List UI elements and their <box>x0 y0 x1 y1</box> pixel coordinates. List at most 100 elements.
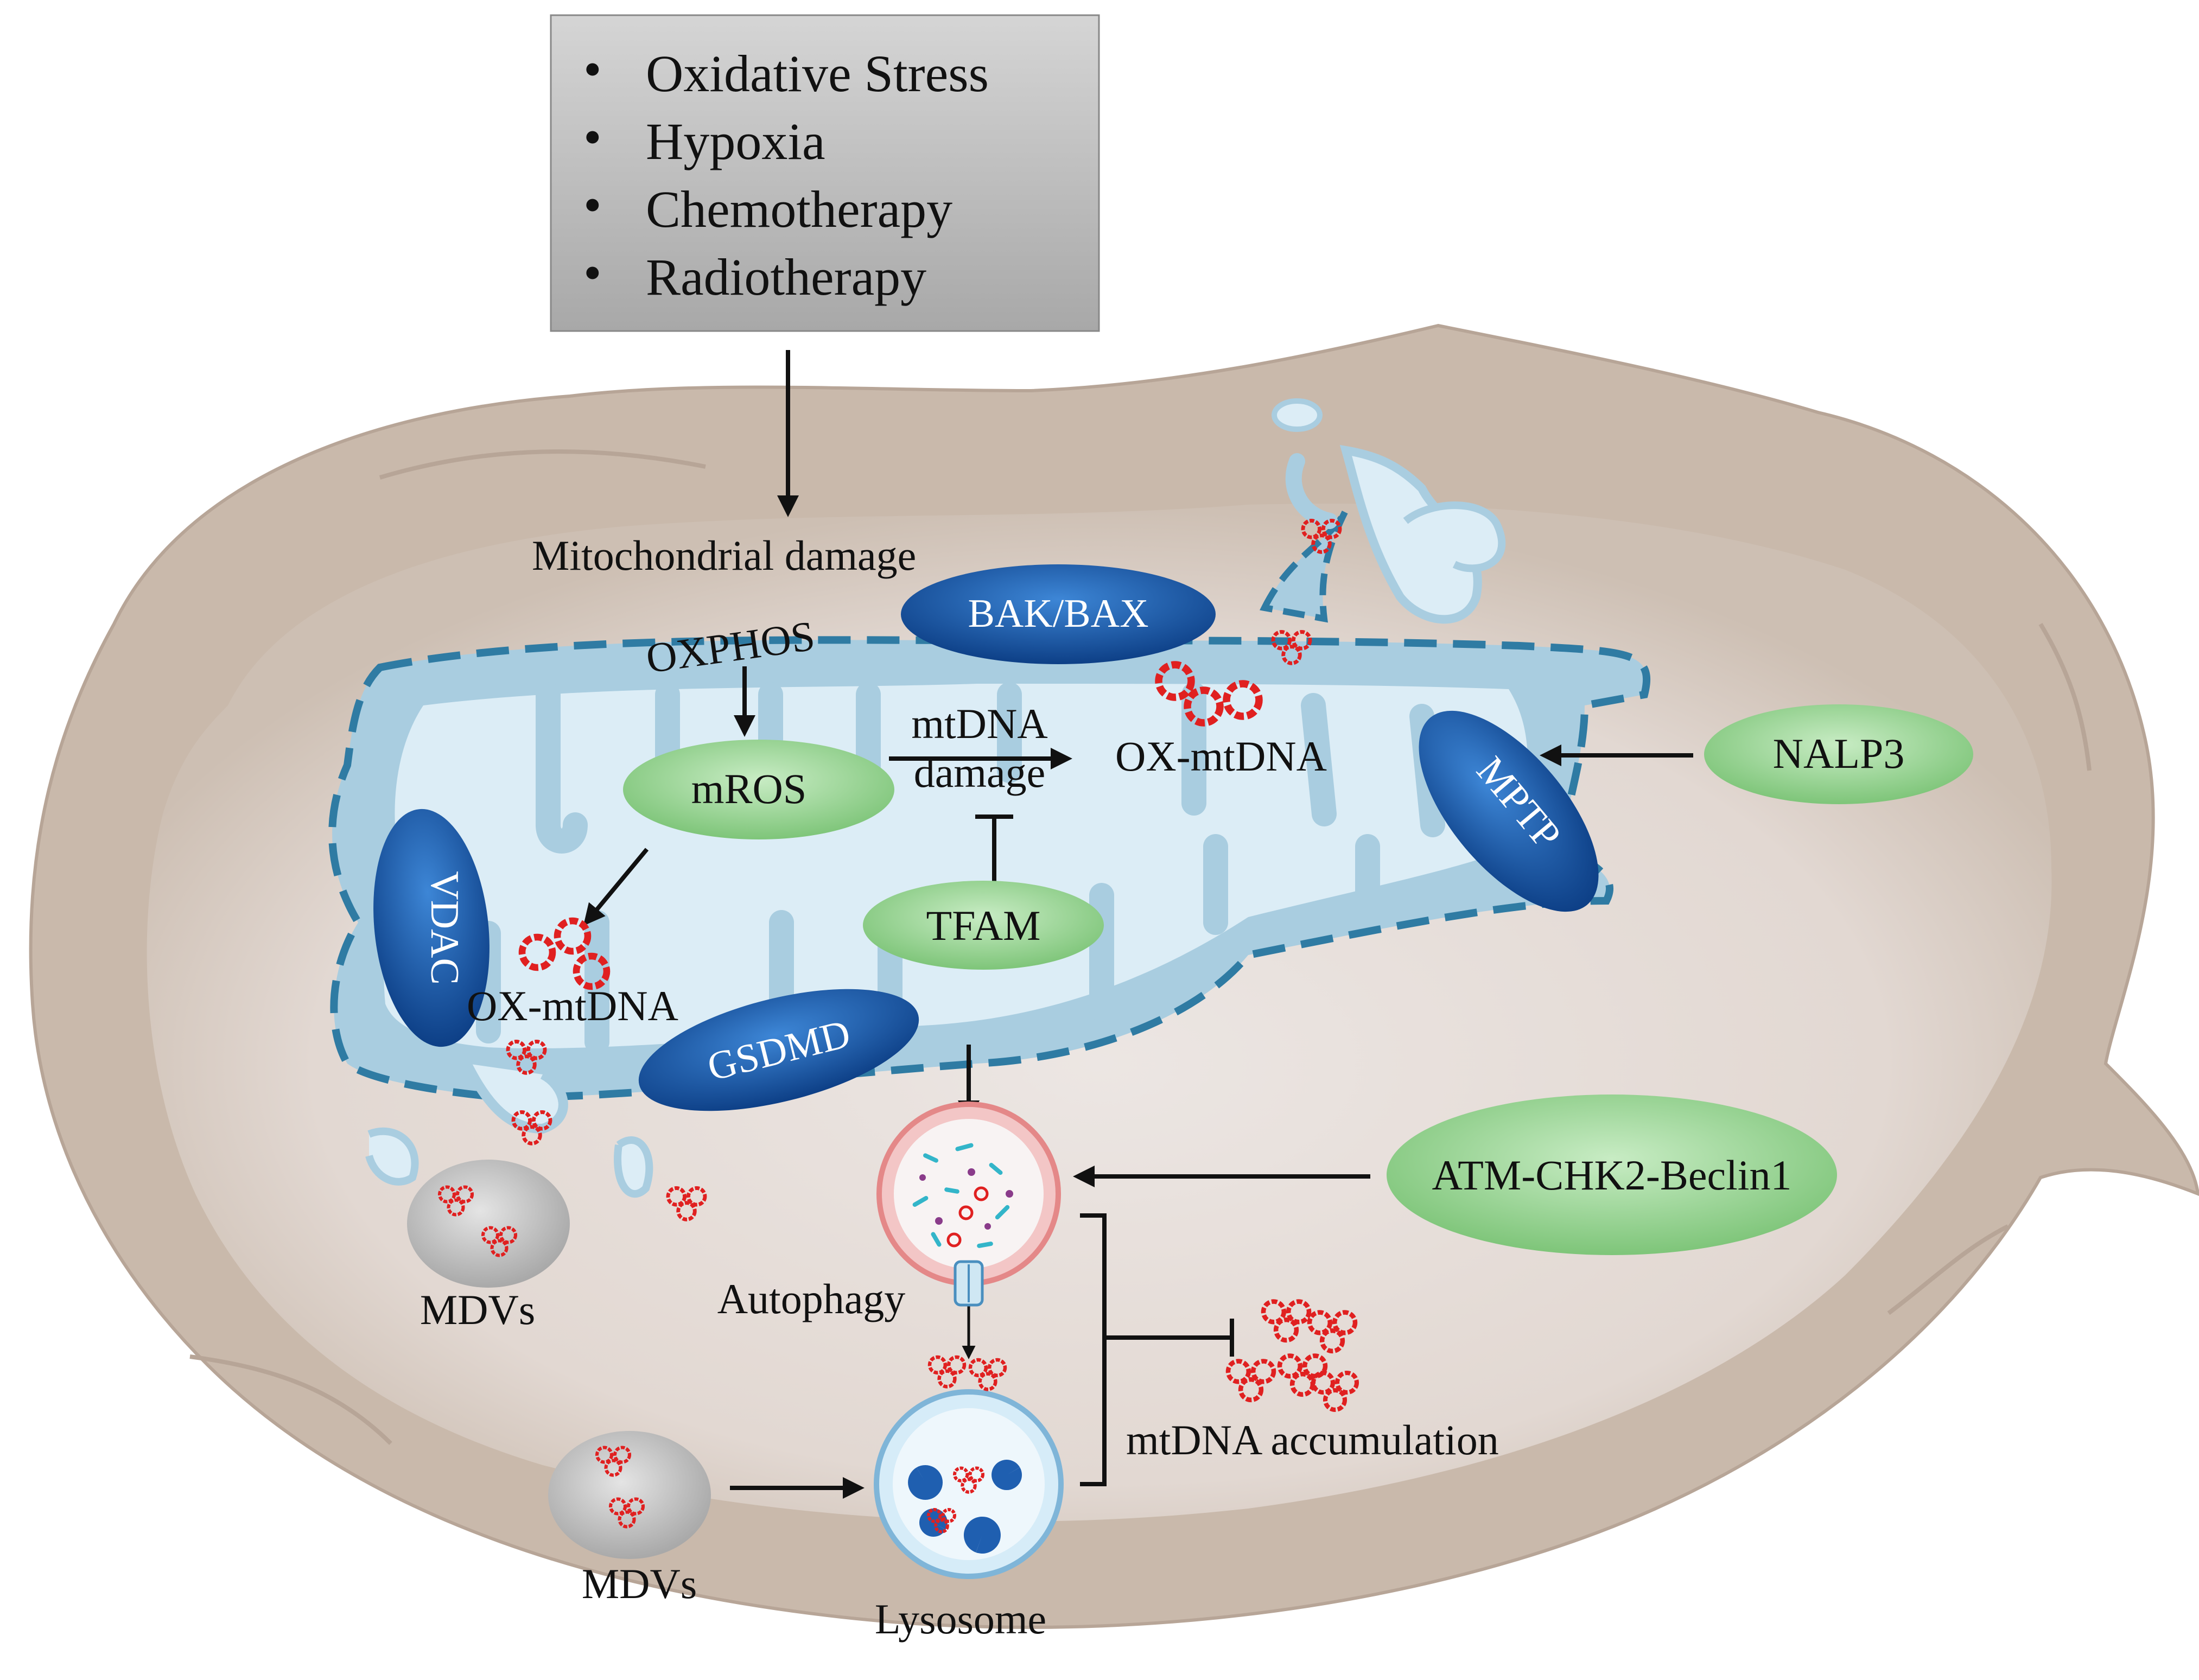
mtdna-damage-label-line1: mtDNA <box>911 700 1047 747</box>
stimulus-bullet-3: • <box>583 176 602 234</box>
mtdna-clusters <box>437 519 1359 1533</box>
mtdna-ring <box>1301 519 1322 539</box>
mdvs-top-label: MDVs <box>420 1286 535 1333</box>
mtdna-ring <box>573 952 611 990</box>
mtdna-ring <box>987 1358 1007 1378</box>
nalp3-node: NALP3 <box>1704 704 1973 804</box>
atm-chk2-beclin1-node: ATM-CHK2-Beclin1 <box>1387 1094 1837 1255</box>
lysosome <box>874 1389 1064 1579</box>
mtdna-ring <box>968 1358 988 1378</box>
mdv-vesicle-bottom <box>548 1431 711 1559</box>
mtdna-ring <box>1334 1370 1359 1395</box>
mtdna-ring <box>447 1198 465 1217</box>
mros-node: mROS <box>623 740 894 839</box>
svg-text:mROS: mROS <box>691 765 806 812</box>
arrows <box>583 350 1693 1499</box>
mtdna-ring <box>1223 680 1263 720</box>
mtdna-ring <box>1323 1388 1348 1412</box>
mtdna-ring <box>518 933 556 971</box>
mtdna-ring <box>968 1466 985 1482</box>
mtdna-ring <box>1225 1359 1251 1384</box>
mtdna-ring <box>961 1478 977 1494</box>
mtdna-ring <box>618 1510 636 1529</box>
autophagy-label: Autophagy <box>717 1275 906 1322</box>
mtdna-ring <box>506 1040 527 1060</box>
lysosome-label: Lysosome <box>875 1595 1046 1643</box>
stimulus-bullet-1: • <box>583 40 602 98</box>
gsdmd-protein: GSDMD <box>638 989 919 1111</box>
ox-mtdna-right-label: OX-mtDNA <box>1115 733 1327 780</box>
mtdna-ring <box>455 1185 474 1204</box>
stimuli-box: • Oxidative Stress • Hypoxia • Chemother… <box>550 14 1100 332</box>
mtdna-ring <box>1273 1317 1299 1343</box>
mtdna-ring <box>927 1355 948 1375</box>
mtdna-ring <box>613 1446 632 1464</box>
mtdna-ring <box>511 1110 532 1131</box>
mtdna-ring <box>595 1446 614 1464</box>
arrow-mros-to-oxmtdna <box>583 848 649 926</box>
mtdna-ring <box>499 1226 518 1244</box>
mtdna-ring <box>1311 533 1332 554</box>
mtdna-ring <box>1271 630 1292 651</box>
bracket <box>1080 1213 1107 1486</box>
svg-text:BAK/BAX: BAK/BAX <box>968 591 1148 636</box>
svg-text:ATM-CHK2-Beclin1: ATM-CHK2-Beclin1 <box>1432 1151 1792 1199</box>
stimulus-chemotherapy: Chemotherapy <box>646 180 952 238</box>
mtdna-ring <box>978 1372 997 1391</box>
mtdna-ring <box>1332 1310 1358 1335</box>
mtdna-ring <box>941 1508 956 1523</box>
mtdna-accumulation-label: mtDNA accumulation <box>1126 1416 1499 1463</box>
stimulus-bullet-4: • <box>583 244 602 302</box>
mtdna-ring <box>437 1185 456 1204</box>
mtdna-ring <box>608 1497 627 1516</box>
mdv-vesicle-top <box>407 1160 570 1288</box>
mtdna-ring <box>676 1201 697 1221</box>
mtdna-ring <box>1184 686 1224 727</box>
ox-mtdna-left-label: OX-mtDNA <box>467 982 678 1029</box>
svg-text:TFAM: TFAM <box>926 902 1041 949</box>
bak-bax-protein: BAK/BAX <box>901 564 1216 664</box>
mtdna-ring <box>1277 1353 1303 1379</box>
mtdna-ring <box>626 1497 645 1516</box>
stimulus-hypoxia: Hypoxia <box>646 112 825 170</box>
mitochondrial-damage-label: Mitochondrial damage <box>532 532 916 579</box>
svg-text:NALP3: NALP3 <box>1773 730 1905 777</box>
mtdna-ring <box>946 1355 967 1375</box>
mtdna-ring <box>490 1239 509 1257</box>
mtdna-ring <box>516 1054 537 1075</box>
mtdna-ring <box>1319 1328 1345 1354</box>
mtdna-ring <box>1311 1370 1336 1395</box>
mtdna-ring <box>953 1466 969 1482</box>
mtdna-ring <box>927 1508 942 1523</box>
mtdna-ring <box>1291 630 1312 651</box>
mtdna-ring <box>554 917 592 955</box>
mtdna-ring <box>1238 1377 1264 1403</box>
mtdna-ring <box>1250 1359 1276 1384</box>
mtdna-ring <box>1321 519 1342 539</box>
mtdna-ring <box>1155 661 1195 701</box>
tfam-node: TFAM <box>863 881 1104 970</box>
mtdna-ring <box>522 1125 542 1146</box>
vdac-protein: VDAC <box>373 809 490 1047</box>
stimulus-oxidative-stress: Oxidative Stress <box>646 44 989 103</box>
mtdna-ring <box>531 1110 552 1131</box>
stimulus-bullet-2: • <box>583 108 602 166</box>
mtdna-ring <box>937 1369 957 1389</box>
svg-text:VDAC: VDAC <box>422 871 467 985</box>
mptp-protein: MPTP <box>1419 710 1599 912</box>
autophagosome <box>876 1102 1061 1307</box>
mtdna-damage-label-line2: damage <box>914 749 1046 796</box>
mtdna-ring <box>1289 1371 1315 1397</box>
mtdna-ring <box>1307 1310 1333 1335</box>
mtdna-ring <box>604 1459 622 1477</box>
inhibitions <box>975 814 1234 1486</box>
mtdna-ring <box>934 1518 949 1533</box>
mtdna-ring <box>526 1040 547 1060</box>
mtdna-ring <box>686 1186 707 1207</box>
mtdna-ring <box>666 1186 687 1207</box>
mtdna-ring <box>481 1226 500 1244</box>
mtdna-ring <box>1281 645 1302 665</box>
mtdna-ring <box>1286 1299 1312 1325</box>
stimulus-radiotherapy: Radiotherapy <box>646 248 926 306</box>
